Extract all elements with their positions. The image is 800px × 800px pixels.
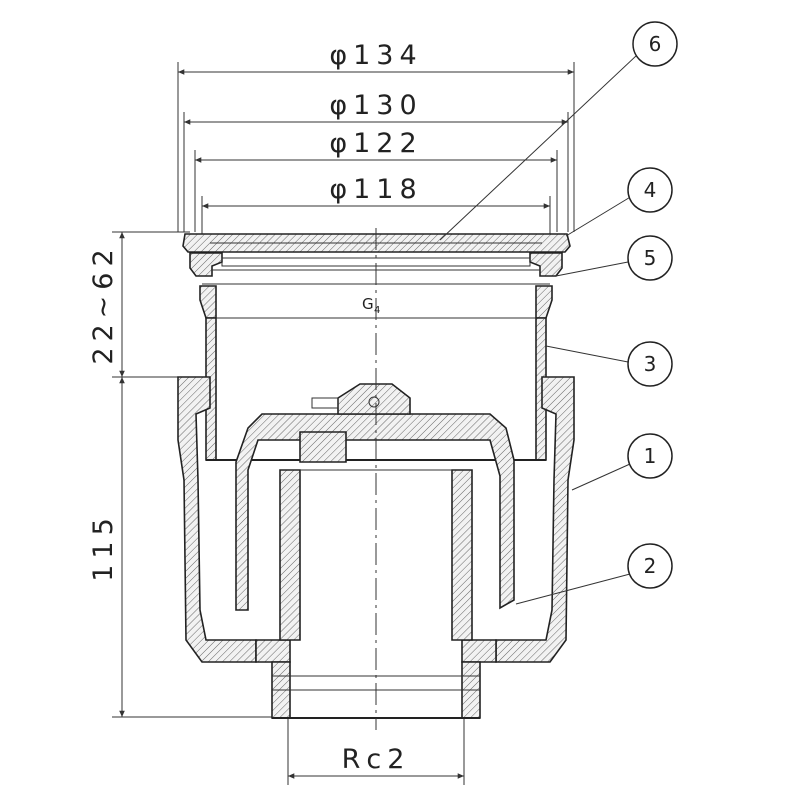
- thread-label-sub: 4: [374, 305, 380, 316]
- callout-1: 1: [571, 433, 673, 491]
- part-3-sleeve: [205, 317, 547, 461]
- dimension-height-range-label: 22~62: [88, 243, 119, 364]
- callout-5: 5: [555, 235, 673, 281]
- dimension-phi118-label: φ118: [329, 174, 422, 205]
- dimension-phi130: φ130: [183, 90, 569, 232]
- callout-6: 6: [439, 21, 678, 241]
- thread-label: G 4: [362, 295, 380, 316]
- dimension-phi134: φ134: [177, 40, 575, 232]
- dimension-phi130-label: φ130: [329, 90, 422, 121]
- callout-4-number: 4: [644, 178, 657, 202]
- dimension-height: 115: [88, 377, 275, 718]
- callout-4: 4: [565, 167, 673, 237]
- callout-1-number: 1: [644, 444, 657, 468]
- dimension-phi122-label: φ122: [329, 128, 422, 159]
- dimension-phi134-label: φ134: [329, 40, 422, 71]
- thread-label-main: G: [362, 295, 374, 313]
- dimension-height-label: 115: [88, 512, 119, 582]
- callout-2-number: 2: [644, 554, 657, 578]
- part-2-trap: [235, 383, 515, 641]
- dimension-height-range: 22~62: [88, 231, 190, 378]
- dimension-thread: Rc2: [287, 718, 465, 785]
- dimension-phi122: φ122: [194, 128, 558, 232]
- callout-3: 3: [545, 341, 673, 387]
- callout-2: 2: [515, 543, 673, 605]
- dimension-thread-label: Rc2: [342, 744, 411, 775]
- callout-6-number: 6: [649, 32, 662, 56]
- dimension-phi118: φ118: [201, 174, 551, 234]
- callout-5-number: 5: [644, 246, 657, 270]
- callout-3-number: 3: [644, 352, 657, 376]
